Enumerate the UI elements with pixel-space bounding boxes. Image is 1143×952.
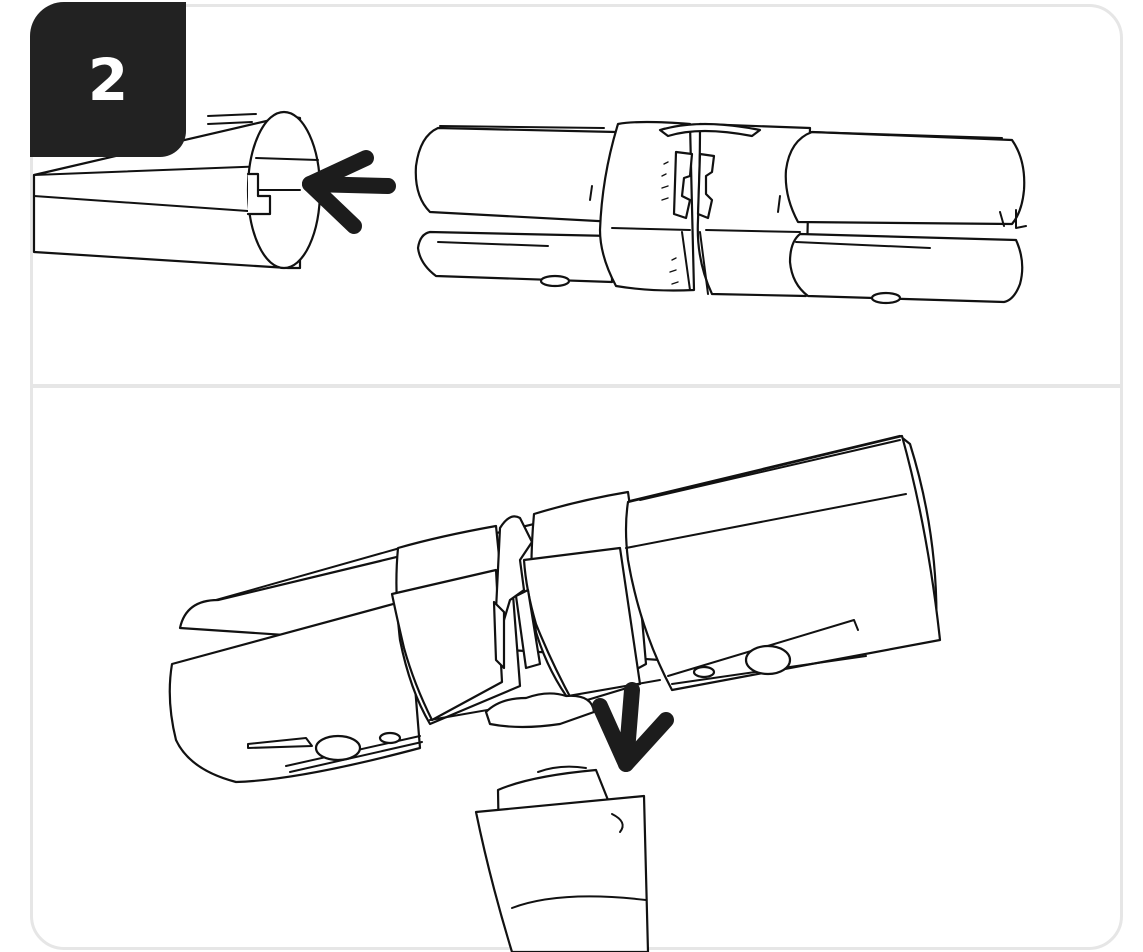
tube [32, 110, 322, 270]
step-badge: 2 [30, 2, 186, 157]
down-arrow-icon [592, 682, 674, 772]
connector [414, 120, 1027, 305]
bottom-diagram [168, 434, 942, 952]
left-arrow-icon [302, 150, 396, 234]
step-number: 2 [87, 45, 129, 114]
panel-divider [33, 384, 1120, 388]
top-diagram [32, 110, 1027, 305]
stand-tube [474, 765, 650, 952]
